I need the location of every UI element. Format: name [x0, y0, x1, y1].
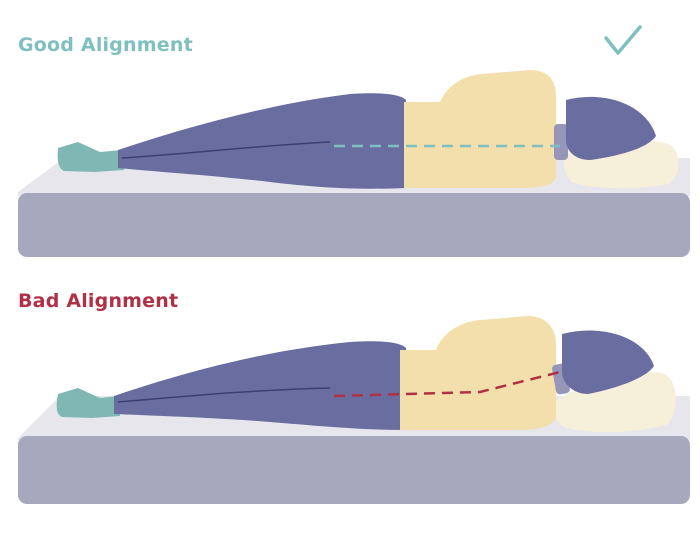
torso	[404, 70, 556, 188]
foot	[56, 388, 120, 418]
good-alignment-illustration	[18, 25, 690, 257]
spine-alignment-line	[333, 370, 561, 398]
head	[566, 96, 656, 160]
mattress-side	[18, 436, 690, 504]
panel-title: Good Alignment	[18, 34, 193, 56]
bad-alignment-illustration	[18, 316, 690, 504]
leg-seam	[117, 387, 331, 403]
neck	[554, 124, 568, 160]
legs	[118, 93, 406, 189]
torso	[400, 316, 556, 430]
checkmark-icon	[604, 25, 642, 55]
mattress-side	[18, 193, 690, 257]
good-alignment-panel: Good Alignment	[18, 25, 690, 257]
head	[562, 330, 654, 394]
panel-title: Bad Alignment	[18, 290, 179, 312]
legs	[114, 341, 406, 430]
foot	[57, 142, 124, 172]
leg-seam	[121, 141, 331, 159]
bad-alignment-panel: Bad Alignment	[0, 268, 700, 536]
